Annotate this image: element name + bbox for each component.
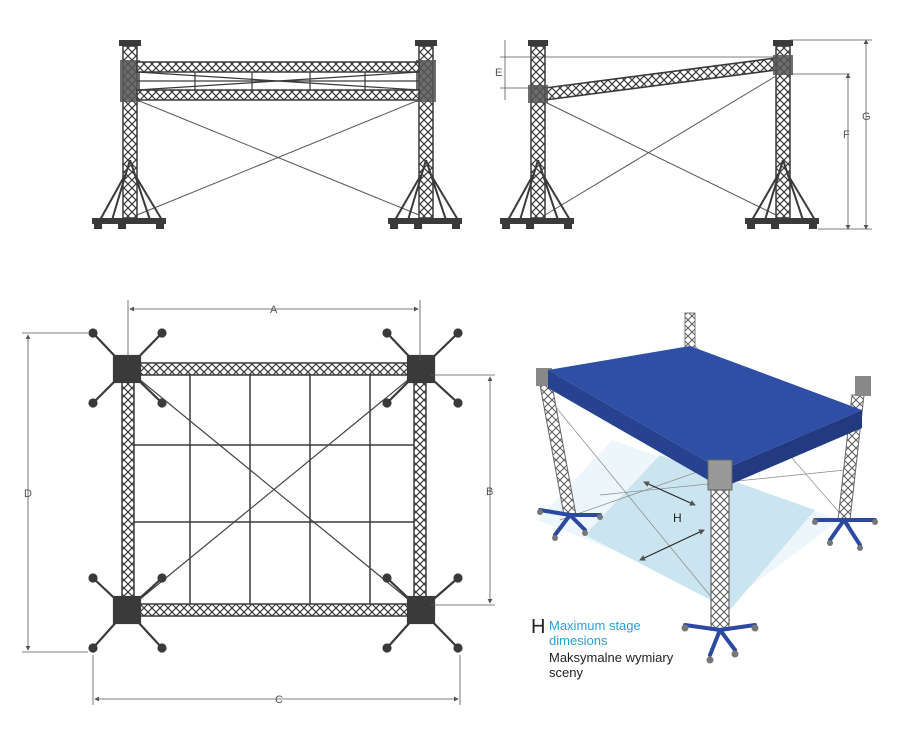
- front-elevation-view: [92, 40, 462, 229]
- dim-label-f: F: [843, 129, 850, 141]
- side-elevation-view: [500, 39, 872, 230]
- dim-label-g: G: [862, 111, 871, 123]
- dim-label-h: H: [673, 511, 682, 525]
- dim-label-e: E: [495, 67, 502, 79]
- dim-label-a: A: [270, 304, 278, 316]
- isometric-view: [536, 312, 878, 664]
- legend-letter: H: [531, 616, 546, 638]
- dim-label-d: D: [24, 488, 32, 500]
- legend-english: Maximum stage dimesions: [549, 618, 641, 648]
- dim-label-b: B: [486, 486, 493, 498]
- legend-polish: Maksymalne wymiary sceny: [549, 650, 674, 680]
- dim-label-c: C: [275, 694, 283, 706]
- plan-view: [22, 300, 495, 705]
